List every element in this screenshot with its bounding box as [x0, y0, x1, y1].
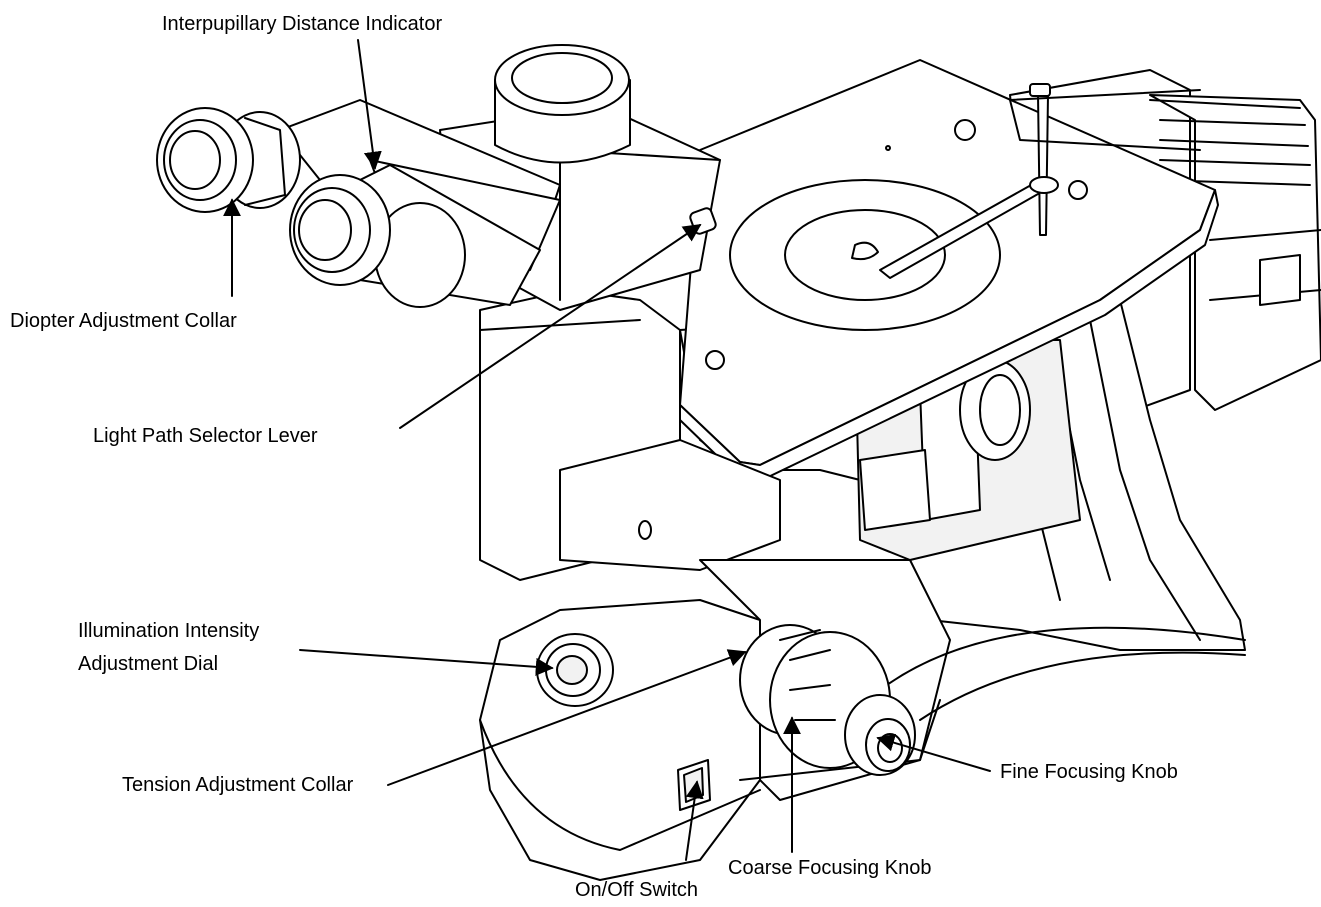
label-on-off: On/Off Switch: [575, 879, 699, 901]
label-tension: Tension Adjustment Collar: [122, 774, 354, 796]
leader-on-off: [685, 780, 704, 861]
eyepieces: [156, 99, 561, 308]
label-fine-focus: Fine Focusing Knob: [1000, 761, 1178, 783]
label-light-path: Light Path Selector Lever: [93, 425, 318, 447]
leader-fine-focus: [876, 733, 991, 772]
label-diopter: Diopter Adjustment Collar: [10, 310, 237, 332]
label-interpupillary: Interpupillary Distance Indicator: [162, 13, 443, 35]
label-coarse-focus: Coarse Focusing Knob: [728, 857, 932, 879]
leader-lines: [223, 39, 991, 861]
label-illumination-2: Adjustment Dial: [78, 653, 219, 675]
leader-light-path: [399, 223, 702, 429]
label-illumination-1: Illumination Intensity: [78, 620, 260, 642]
leader-tension: [387, 649, 747, 786]
stage-plate: [679, 59, 1219, 481]
leader-illumination: [299, 649, 554, 676]
leader-interpupillary: [357, 39, 382, 170]
